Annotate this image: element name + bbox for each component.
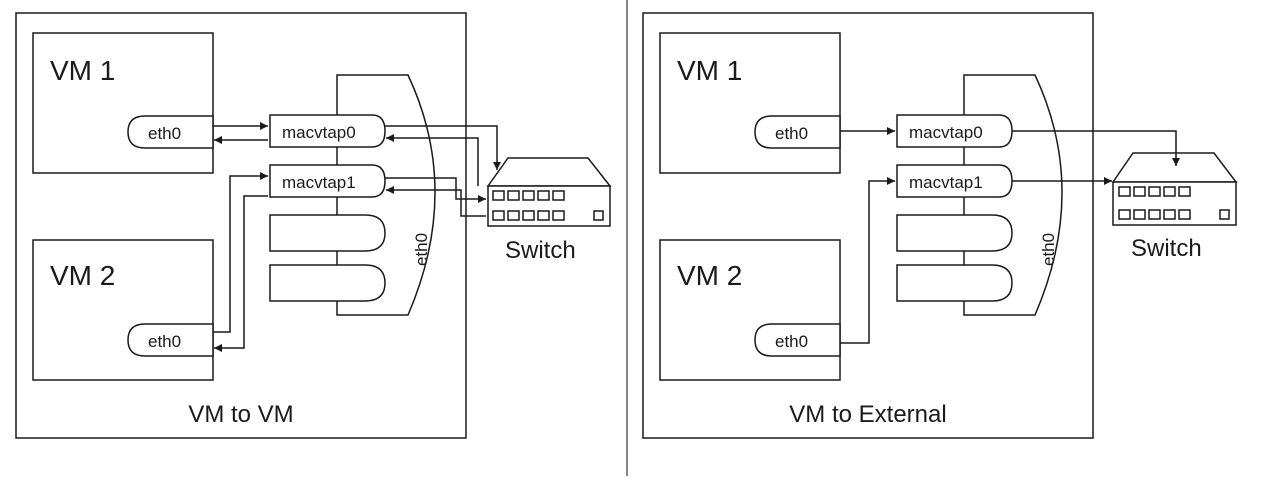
- left-host-eth0-label: eth0: [412, 233, 431, 266]
- left-vm1-eth0-box: [127, 115, 214, 149]
- left-empty-slot-1: [269, 214, 386, 252]
- right-vm1-box: [659, 32, 841, 174]
- right-vm1-eth0-label: eth0: [775, 124, 808, 143]
- right-host-eth0-label: eth0: [1039, 233, 1058, 266]
- right-empty-slot-1: [896, 214, 1013, 252]
- right-switch-icon: [1111, 152, 1238, 226]
- left-vm2-label: VM 2: [50, 260, 115, 291]
- right-switch-label: Switch: [1131, 235, 1202, 262]
- right-panel: macvtap0 macvtap1 eth0 VM 1 eth0 VM 2 et…: [642, 12, 1238, 439]
- left-vm1-box: [32, 32, 214, 174]
- right-empty-slot-2: [896, 264, 1013, 302]
- right-vm2-eth0-box: [754, 323, 841, 357]
- left-switch-icon: [486, 157, 612, 227]
- right-vm2-label: VM 2: [677, 260, 742, 291]
- right-host-eth0-shape: [963, 74, 1063, 316]
- left-connectors: [213, 122, 501, 352]
- right-panel-caption: VM to External: [789, 401, 946, 428]
- right-connectors: [840, 127, 1180, 344]
- right-vm1-eth0-box: [754, 115, 841, 149]
- left-panel: macvtap0 macvtap1 eth0 VM 1 eth0 VM 2 et…: [15, 12, 612, 439]
- left-vm2-eth0-box: [127, 323, 214, 357]
- left-macvtap1-label: macvtap1: [282, 173, 356, 192]
- left-panel-caption: VM to VM: [188, 401, 293, 428]
- left-empty-slot-2: [269, 264, 386, 302]
- left-macvtap0-box: [269, 114, 386, 148]
- left-host-eth0-shape: [336, 74, 436, 316]
- left-vm1-label: VM 1: [50, 55, 115, 86]
- right-macvtap0-label: macvtap0: [909, 123, 983, 142]
- right-vm1-label: VM 1: [677, 55, 742, 86]
- left-macvtap1-box: [269, 164, 386, 198]
- right-vm2-eth0-label: eth0: [775, 332, 808, 351]
- left-macvtap0-label: macvtap0: [282, 123, 356, 142]
- left-vm2-eth0-label: eth0: [148, 332, 181, 351]
- right-macvtap1-label: macvtap1: [909, 173, 983, 192]
- left-vm1-eth0-label: eth0: [148, 124, 181, 143]
- left-switch-label: Switch: [505, 237, 576, 264]
